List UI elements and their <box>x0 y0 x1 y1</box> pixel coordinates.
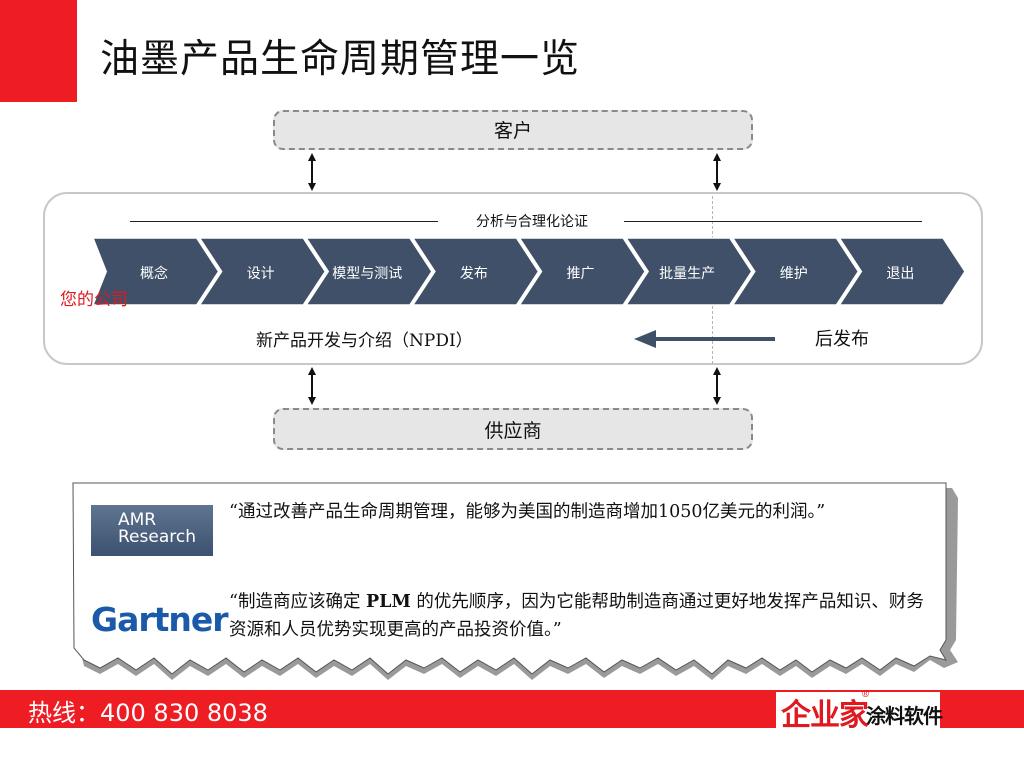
stage-chevron-1 <box>91 237 220 306</box>
gartner-logo: Gartner <box>91 600 229 639</box>
stage-chevron-6 <box>624 237 753 306</box>
supplier-box: 供应商 <box>273 408 753 450</box>
amr-quote: “通过改善产品生命周期管理，能够为美国的制造商增加1050亿美元的利润。” <box>229 502 826 522</box>
stage-label-7: 维护 <box>780 266 808 282</box>
stage-chevron-4 <box>411 237 540 306</box>
stage-label-3: 模型与测试 <box>332 266 402 282</box>
red-corner-block <box>0 0 77 102</box>
customer-label: 客户 <box>493 120 532 142</box>
stage-chevron-2 <box>198 237 327 306</box>
analysis-line-right <box>624 221 922 222</box>
amr-logo-line2: Research <box>118 527 196 547</box>
stage-label-6: 批量生产 <box>659 266 715 282</box>
gartner-quote: “制造商应该确定 PLM 的优先顺序，因为它能帮助制造商通过更好地发挥产品知识、… <box>229 588 934 644</box>
customer-box: 客户 <box>273 110 753 150</box>
gartner-quote-prefix: “制造商应该确定 <box>229 592 367 612</box>
analysis-label: 分析与合理化论证 <box>476 214 588 230</box>
stage-chevron-3 <box>304 237 433 306</box>
amr-research-logo: AMR Research <box>91 505 213 556</box>
hotline-text: 热线：400 830 8038 <box>28 699 268 727</box>
post-release-arrow <box>634 330 775 348</box>
stage-chevron-8 <box>837 237 966 306</box>
brand-logo-box <box>776 692 940 728</box>
stage-label-5: 推广 <box>567 266 595 282</box>
stage-chevron-7 <box>731 237 860 306</box>
analysis-line-left <box>130 221 438 222</box>
post-release-label: 后发布 <box>815 329 869 350</box>
brand-main-text: 企业家 <box>781 698 869 733</box>
supplier-label: 供应商 <box>484 419 542 442</box>
company-label: 您的公司 <box>60 290 128 310</box>
gartner-quote-bold: PLM <box>366 592 411 612</box>
stage-label-8: 退出 <box>886 266 914 282</box>
brand-sub-text: 涂料软件 <box>866 704 943 728</box>
stage-chevron-5 <box>518 237 647 306</box>
stage-label-4: 发布 <box>460 266 488 282</box>
stage-label-2: 设计 <box>247 266 275 282</box>
npdi-label: 新产品开发与介绍（NPDI） <box>256 331 473 351</box>
registered-mark: ® <box>861 690 870 700</box>
page-title: 油墨产品生命周期管理一览 <box>100 37 581 82</box>
stage-label-1: 概念 <box>140 265 168 282</box>
amr-logo-line1: AMR <box>118 510 157 530</box>
gartner-quote-suffix: 的优先顺序，因为它能帮助制造商通过更好地发挥产品知识、财务资源和人员优势实现更高… <box>229 592 924 640</box>
